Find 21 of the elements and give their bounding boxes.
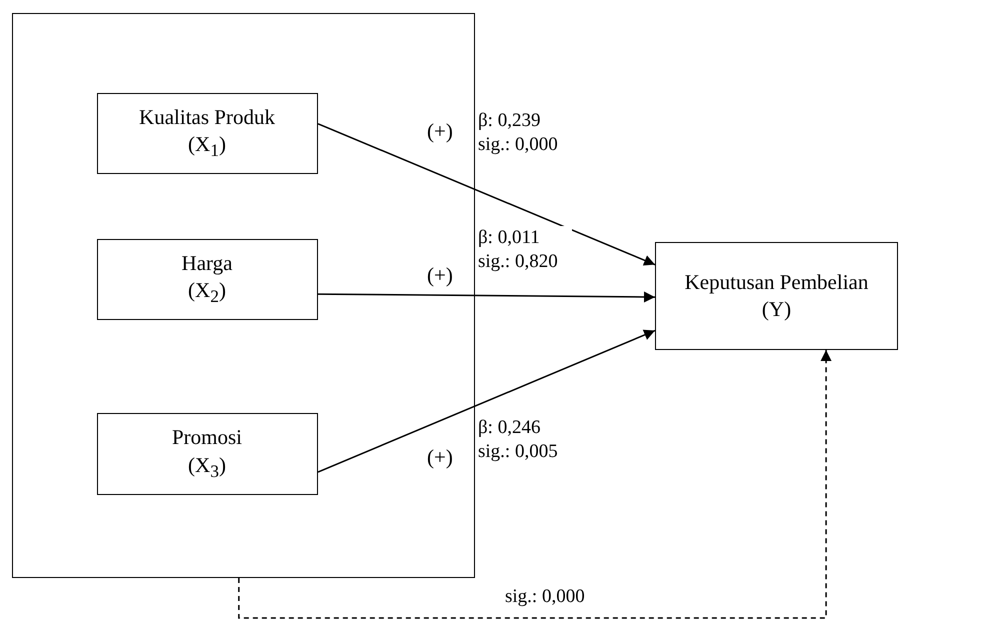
variable-box [96,412,318,494]
arrow [318,123,656,266]
arrow [318,330,656,473]
sign-label: (+) [427,118,453,144]
dependent-variable-box [655,242,898,350]
variable-symbol: (X$_{2}$) [188,277,226,308]
dashed-arrow [238,350,832,619]
variable-name: Promosi [172,424,242,452]
variable-name: Kualitas Produk [139,104,275,131]
variable-box [96,92,318,174]
variable-name: Harga [182,250,232,277]
variable-symbol: (Y) [762,296,792,323]
group-box [12,13,475,578]
sign-label: (+) [427,262,453,288]
sign-label: (+) [427,444,453,470]
variable-name: Keputusan Pembelian [684,268,868,296]
edge-label: β: 0,011 sig.: 0,820 [478,226,572,274]
variable-symbol: (X$_{1}$) [188,131,226,162]
arrow [318,291,655,302]
variable-box [96,238,318,320]
variable-symbol: (X$_{3}$) [188,452,226,483]
